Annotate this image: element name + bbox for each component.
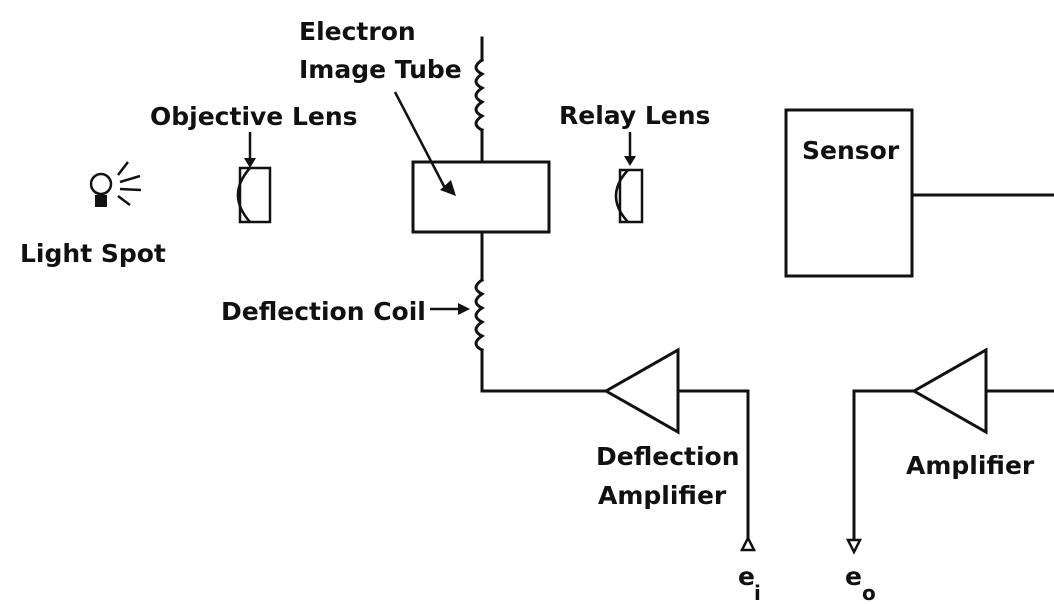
- deflection-coil-label: Deflection Coil: [221, 297, 426, 326]
- sensor: [784, 108, 1054, 278]
- output-voltage-eo: e o: [845, 562, 876, 604]
- deflection-coil: [430, 230, 485, 393]
- light-bulb-icon: [89, 161, 142, 207]
- objective-lens-label: Objective Lens: [150, 102, 358, 131]
- image-tube-body: [411, 160, 551, 234]
- electron-image-tube-label-line1: Electron: [299, 17, 416, 46]
- relay-lens-icon: [614, 132, 644, 224]
- deflection-amplifier-label-line1: Deflection: [596, 442, 740, 471]
- input-voltage-base: e: [738, 562, 755, 591]
- deflection-amplifier-label-line2: Amplifier: [598, 481, 727, 510]
- deflection-amplifier: [480, 347, 757, 552]
- light-spot-label: Light Spot: [20, 239, 166, 268]
- output-voltage-sub: o: [862, 581, 876, 604]
- input-voltage-ei: e i: [738, 562, 761, 604]
- electron-image-tube-label-line2: Image Tube: [299, 55, 462, 84]
- objective-lens-icon: [236, 132, 272, 224]
- input-voltage-sub: i: [754, 581, 761, 604]
- output-voltage-base: e: [845, 562, 862, 591]
- amplifier-label: Amplifier: [906, 451, 1035, 480]
- output-amplifier: [845, 347, 1054, 555]
- relay-lens-label: Relay Lens: [559, 101, 710, 130]
- sensor-label: Sensor: [802, 136, 900, 165]
